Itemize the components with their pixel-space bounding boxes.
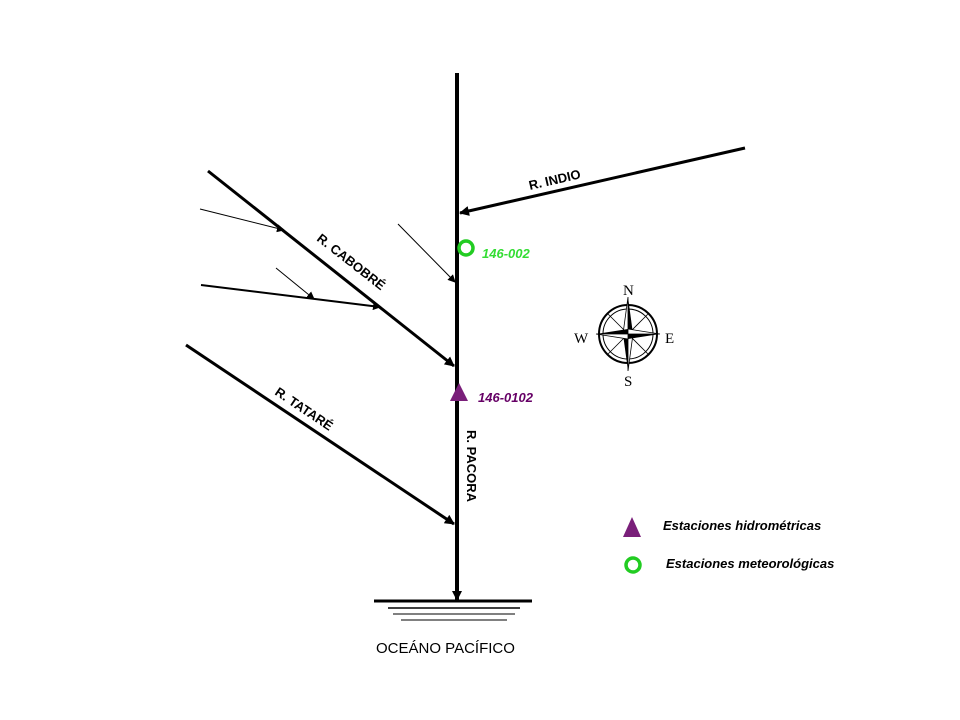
hydrometric-station-marker xyxy=(450,383,468,401)
legend: Estaciones hidrométricas Estaciones mete… xyxy=(623,517,834,574)
tributary-line xyxy=(199,208,285,233)
river-tatare-line xyxy=(185,343,455,526)
tributary-line xyxy=(275,267,315,300)
compass-rose xyxy=(595,296,661,372)
compass-south-label: S xyxy=(624,374,632,390)
meteorological-station-code: 146-002 xyxy=(482,246,530,261)
river-label-pacora: R. PACORA xyxy=(464,430,479,503)
tributary-line xyxy=(397,223,456,283)
legend-meteorological-icon xyxy=(624,556,642,574)
legend-hydrometric-icon xyxy=(623,517,641,537)
ocean-label: OCEÁNO PACÍFICO xyxy=(376,640,515,657)
hydrometric-station-code: 146-0102 xyxy=(478,390,534,405)
river-cabobre-line xyxy=(207,169,455,368)
legend-meteorological-label: Estaciones meteorológicas xyxy=(666,556,834,571)
compass-north-label: N xyxy=(623,283,634,299)
legend-hydrometric-label: Estaciones hidrométricas xyxy=(663,518,821,533)
river-indio-line xyxy=(459,146,746,216)
meteorological-station-marker xyxy=(457,239,475,257)
tributary-line xyxy=(200,284,381,311)
river-label-indio: R. INDIO xyxy=(527,166,582,192)
compass-east-label: E xyxy=(665,331,674,347)
compass-west-label: W xyxy=(574,331,589,347)
